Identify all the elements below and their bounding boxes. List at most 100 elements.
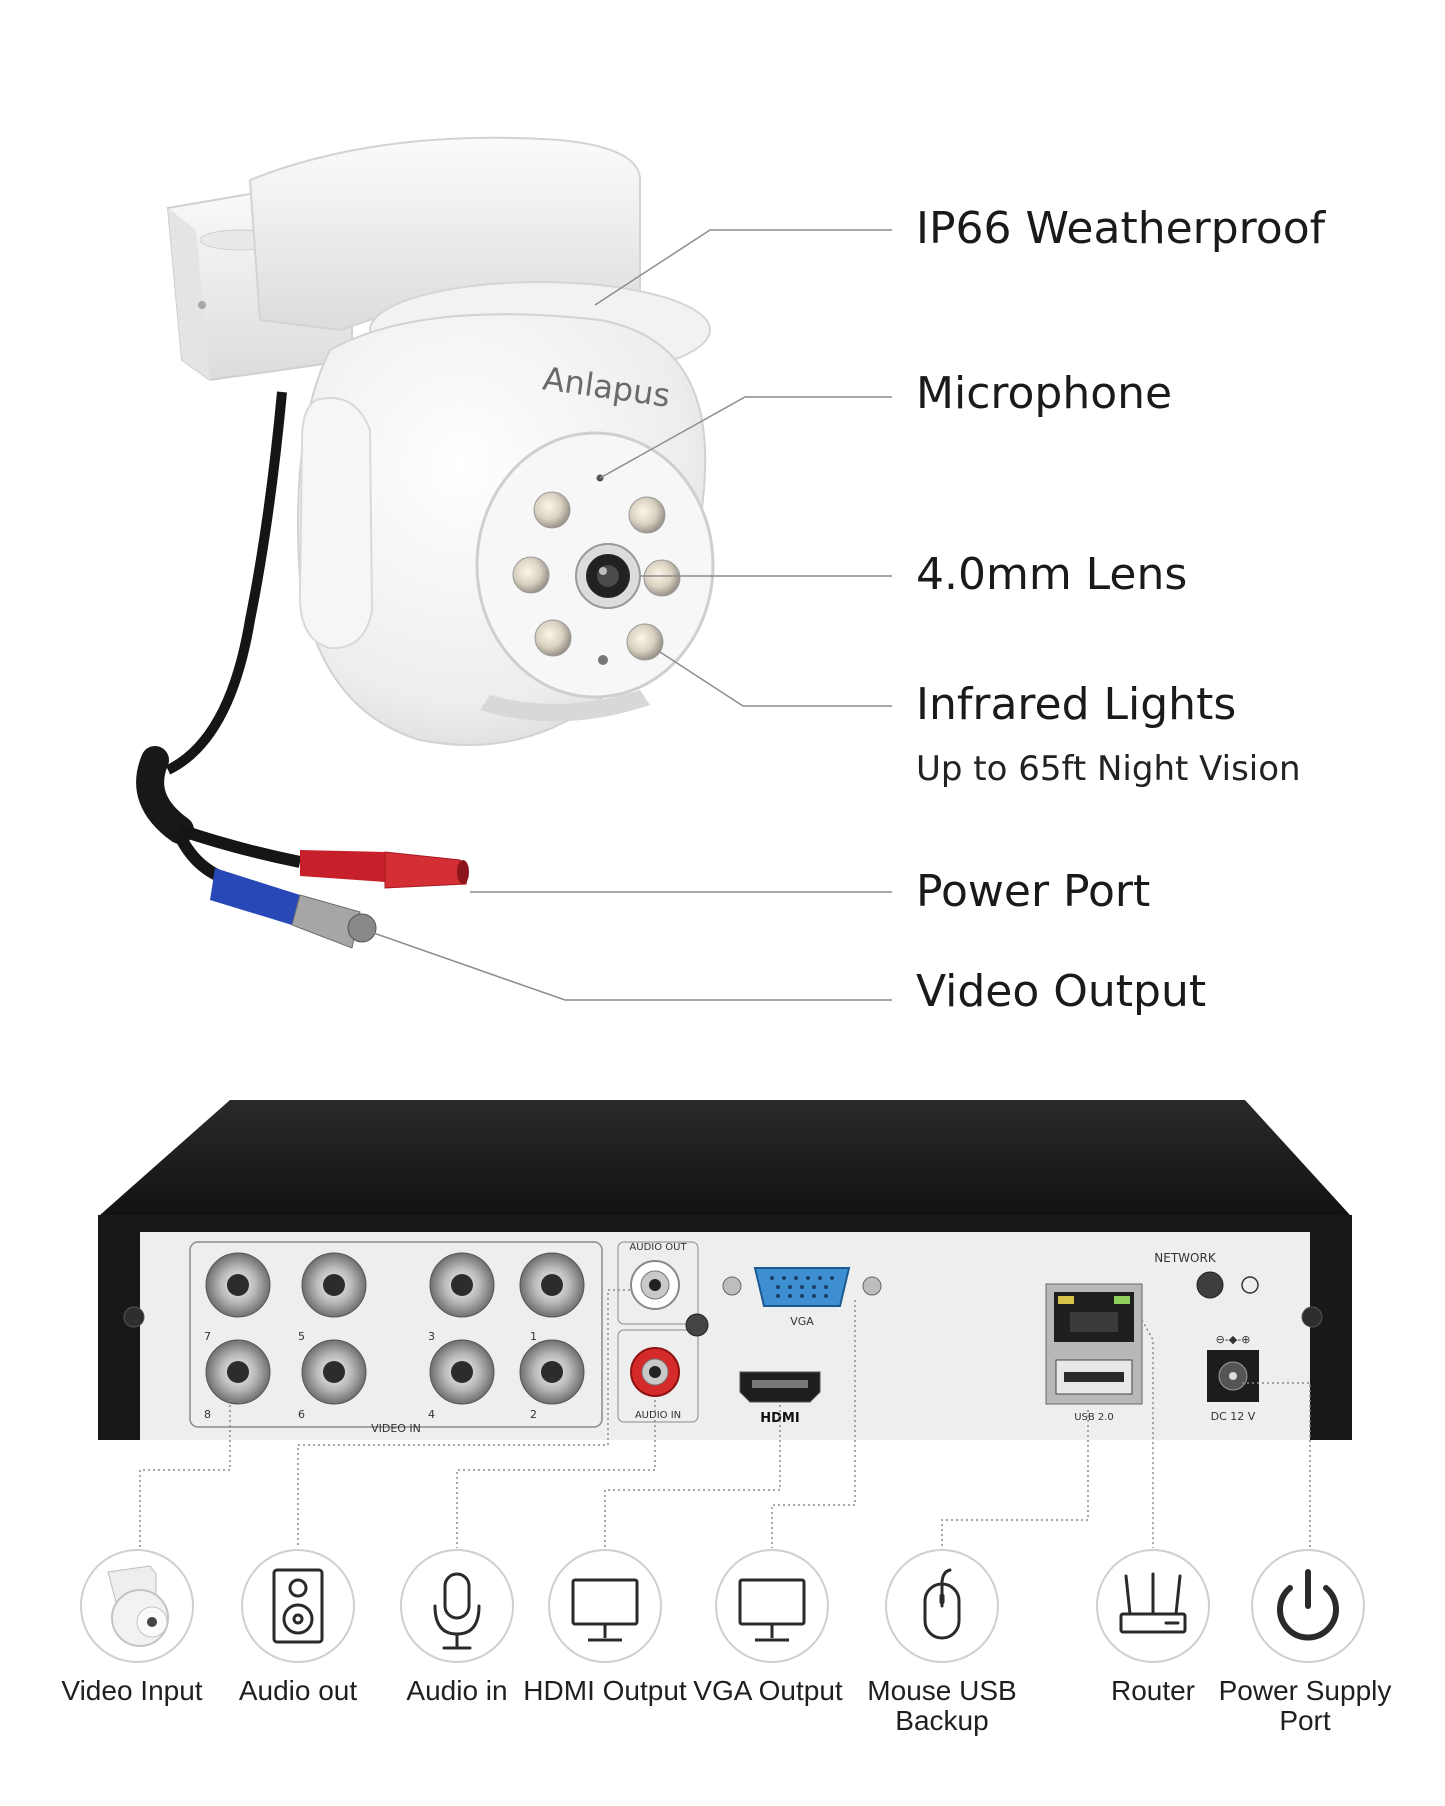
connector-audio-out (297, 1289, 630, 1548)
connector-router (1141, 1319, 1154, 1548)
channel-number: 5 (298, 1330, 305, 1343)
polarity-icon: ⊖-◆-⊕ (1216, 1333, 1251, 1346)
bnc-port-pin (323, 1361, 345, 1383)
bnc-port-pin (227, 1274, 249, 1296)
port-icon-hdmi-output (548, 1549, 662, 1663)
bnc-ports (205, 1252, 585, 1405)
ethernet-contacts (1070, 1312, 1118, 1332)
monitor-icon (571, 1578, 639, 1642)
bnc-tip (347, 913, 377, 943)
leader-line-video (364, 929, 892, 1001)
port-label-audio-in: Audio in (406, 1675, 508, 1706)
port-icon-power-supply (1251, 1549, 1365, 1663)
dc-power-jack-pin (1229, 1372, 1237, 1380)
port-label-power-supply: Power Supply Port (1218, 1675, 1392, 1736)
mouse-icon (923, 1568, 961, 1640)
port-icon-video-input (80, 1549, 194, 1663)
port-icon-mouse-usb-backup (885, 1549, 999, 1663)
port-icon-audio-in (400, 1549, 514, 1663)
connector-vga-output (771, 1300, 856, 1548)
hdmi-port-pins (752, 1380, 808, 1388)
audio-out-group (617, 1241, 699, 1325)
channel-numbers: 7 5 3 1 8 6 4 2 (204, 1330, 537, 1421)
infrared-led (512, 556, 550, 594)
power-plug-sleeve (300, 850, 385, 882)
audio-out-jack-pin (649, 1279, 661, 1291)
infrared-led (643, 559, 681, 597)
channel-number: 1 (530, 1330, 537, 1343)
microphone-icon (433, 1572, 481, 1650)
monitor-icon (738, 1578, 806, 1642)
mount-hole (198, 301, 206, 309)
callout-weatherproof: IP66 Weatherproof (916, 203, 1326, 254)
camera-icon (107, 1565, 169, 1647)
callout-power-port: Power Port (916, 866, 1151, 917)
port-connector-lines (139, 1289, 1311, 1548)
network-label: NETWORK (1154, 1251, 1217, 1265)
connector-audio-in (456, 1400, 656, 1548)
bnc-connector (291, 894, 361, 949)
infrared-led (534, 619, 572, 657)
icon-circle (548, 1549, 662, 1663)
dvr-illustration: 7 5 3 1 8 6 4 2 VIDEO IN AUDIO OUT AUDIO… (98, 1100, 1352, 1440)
channel-number: 4 (428, 1408, 435, 1421)
vga-screw (722, 1276, 742, 1296)
dc-label: DC 12 V (1211, 1410, 1256, 1423)
port-label-mouse-usb-backup: Mouse USB Backup (867, 1675, 1017, 1736)
infrared-led (626, 623, 664, 661)
chassis-screw (123, 1306, 145, 1328)
callout-lens: 4.0mm Lens (916, 549, 1188, 600)
callout-leader-lines (364, 229, 892, 1001)
bnc-port-pin (541, 1361, 563, 1383)
hdmi-label: HDMI (760, 1411, 799, 1426)
dvr-top-cover (100, 1100, 1350, 1215)
bnc-port-pin (323, 1274, 345, 1296)
power-plug-tip (457, 860, 469, 884)
channel-number: 3 (428, 1330, 435, 1343)
audio-in-label: AUDIO IN (635, 1410, 681, 1421)
channel-number: 8 (204, 1408, 211, 1421)
cable-branch-red (178, 824, 302, 868)
infrared-led (533, 491, 571, 529)
leader-line-infrared (659, 651, 892, 707)
vga-label: VGA (790, 1315, 814, 1328)
ethernet-led (1058, 1296, 1074, 1304)
lens-highlight (599, 567, 607, 575)
wall-mount-side (168, 208, 210, 380)
callout-microphone: Microphone (916, 368, 1173, 419)
light-sensor (598, 655, 608, 665)
callout-video-output: Video Output (916, 966, 1207, 1017)
vga-screw (862, 1276, 882, 1296)
port-icon-router (1096, 1549, 1210, 1663)
cable-splitter (136, 746, 194, 844)
callout-infrared-lights: Infrared Lights (916, 679, 1237, 730)
port-label-router: Router (1110, 1675, 1196, 1706)
camera-illustration: Anlapus (136, 136, 892, 1001)
usb-label: USB 2.0 (1074, 1412, 1114, 1423)
icon-circle (400, 1549, 514, 1663)
bnc-port-pin (227, 1361, 249, 1383)
ground-screw (685, 1313, 709, 1337)
callout-night-vision: Up to 65ft Night Vision (916, 749, 1301, 789)
bnc-port-pin (451, 1361, 473, 1383)
ethernet-led (1114, 1296, 1130, 1304)
power-plug (384, 851, 468, 889)
power-icon (1277, 1569, 1339, 1641)
chassis-screw (1301, 1306, 1323, 1328)
router-icon (1119, 1572, 1187, 1634)
channel-number: 6 (298, 1408, 305, 1421)
bnc-port-pin (541, 1274, 563, 1296)
speaker-icon (272, 1568, 324, 1644)
video-in-group (189, 1241, 603, 1428)
channel-number: 7 (204, 1330, 211, 1343)
icon-circle (715, 1549, 829, 1663)
port-icon-audio-out (241, 1549, 355, 1663)
bnc-sleeve (210, 868, 300, 925)
vga-pins (770, 1276, 834, 1298)
camera-cable (165, 391, 287, 775)
port-label-vga-output: VGA Output (693, 1675, 843, 1706)
camera-side-panel (298, 397, 374, 650)
port-label-audio-out: Audio out (238, 1675, 358, 1706)
